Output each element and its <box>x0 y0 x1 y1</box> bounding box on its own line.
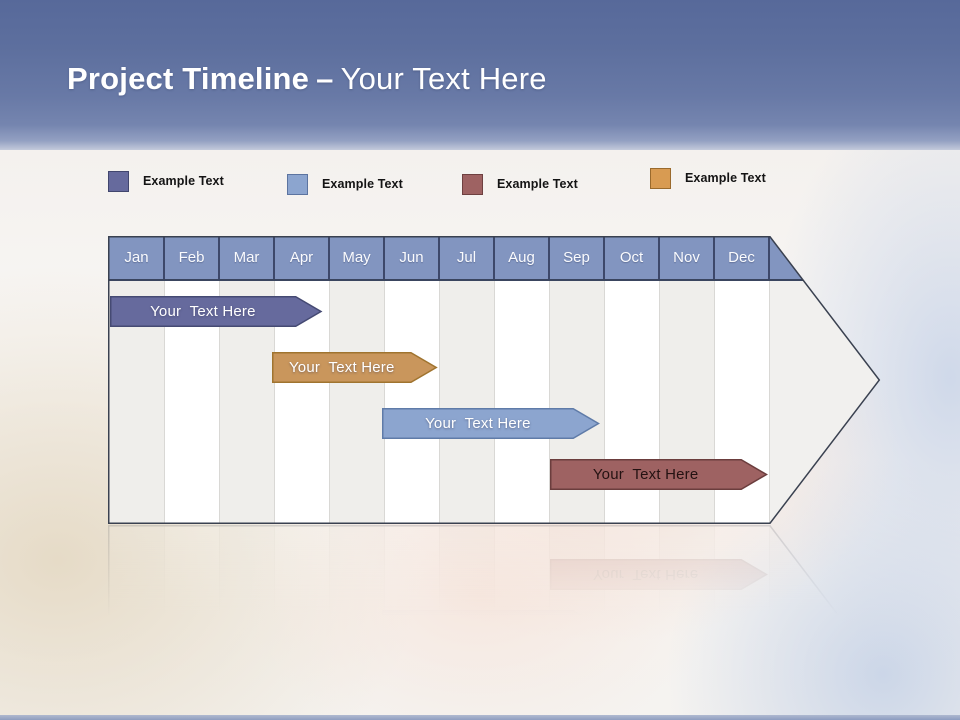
timeline-bar-label: Your Text Here <box>592 466 699 483</box>
legend-swatch <box>287 173 308 195</box>
month-cell-may: May <box>330 236 385 279</box>
month-cell-jan: Jan <box>110 236 165 279</box>
month-cell-sep: Sep <box>550 236 605 279</box>
legend-swatch <box>462 173 483 195</box>
month-cell-dec: Dec <box>715 236 770 279</box>
month-cell-nov: Nov <box>660 236 715 279</box>
timeline-bar-2: Your Text Here <box>272 352 438 383</box>
title-separator: – <box>316 61 334 96</box>
month-column-jul <box>440 281 495 524</box>
month-cell-oct: Oct <box>605 236 660 279</box>
page-title: Project Timeline–Your Text Here <box>67 61 547 97</box>
month-column-may <box>330 281 385 524</box>
timeline-bar-label: Your Text Here <box>288 359 395 376</box>
legend-label: Example Text <box>497 177 578 191</box>
month-column-aug <box>495 281 550 524</box>
legend-label: Example Text <box>322 177 403 191</box>
month-cell-aug: Aug <box>495 236 550 279</box>
legend-swatch <box>650 167 671 189</box>
timeline-bar-label: Your Text Here <box>150 303 256 320</box>
timeline-bar-label: Your Text Here <box>425 415 531 432</box>
legend-label: Example Text <box>143 174 224 188</box>
title-regular-text: Your Text Here <box>340 61 547 96</box>
timeline-bar-1: Your Text Here <box>110 296 323 327</box>
legend-item-2: Example Text <box>287 173 403 195</box>
month-cell-apr: Apr <box>275 236 330 279</box>
legend-label: Example Text <box>685 171 766 185</box>
month-cell-jun: Jun <box>385 236 440 279</box>
timeline-bar-4: Your Text Here <box>550 459 768 490</box>
month-cell-feb: Feb <box>165 236 220 279</box>
month-cell-mar: Mar <box>220 236 275 279</box>
title-bold-text: Project Timeline <box>67 61 310 96</box>
legend-item-4: Example Text <box>650 167 766 189</box>
month-cell-jul: Jul <box>440 236 495 279</box>
month-column-jun <box>385 281 440 524</box>
header-gradient-background <box>0 0 960 160</box>
legend-swatch <box>108 170 129 192</box>
legend-item-1: Example Text <box>108 170 224 192</box>
legend-item-3: Example Text <box>462 173 578 195</box>
bottom-accent-bar <box>0 715 960 720</box>
timeline-bar-3: Your Text Here <box>382 408 601 439</box>
